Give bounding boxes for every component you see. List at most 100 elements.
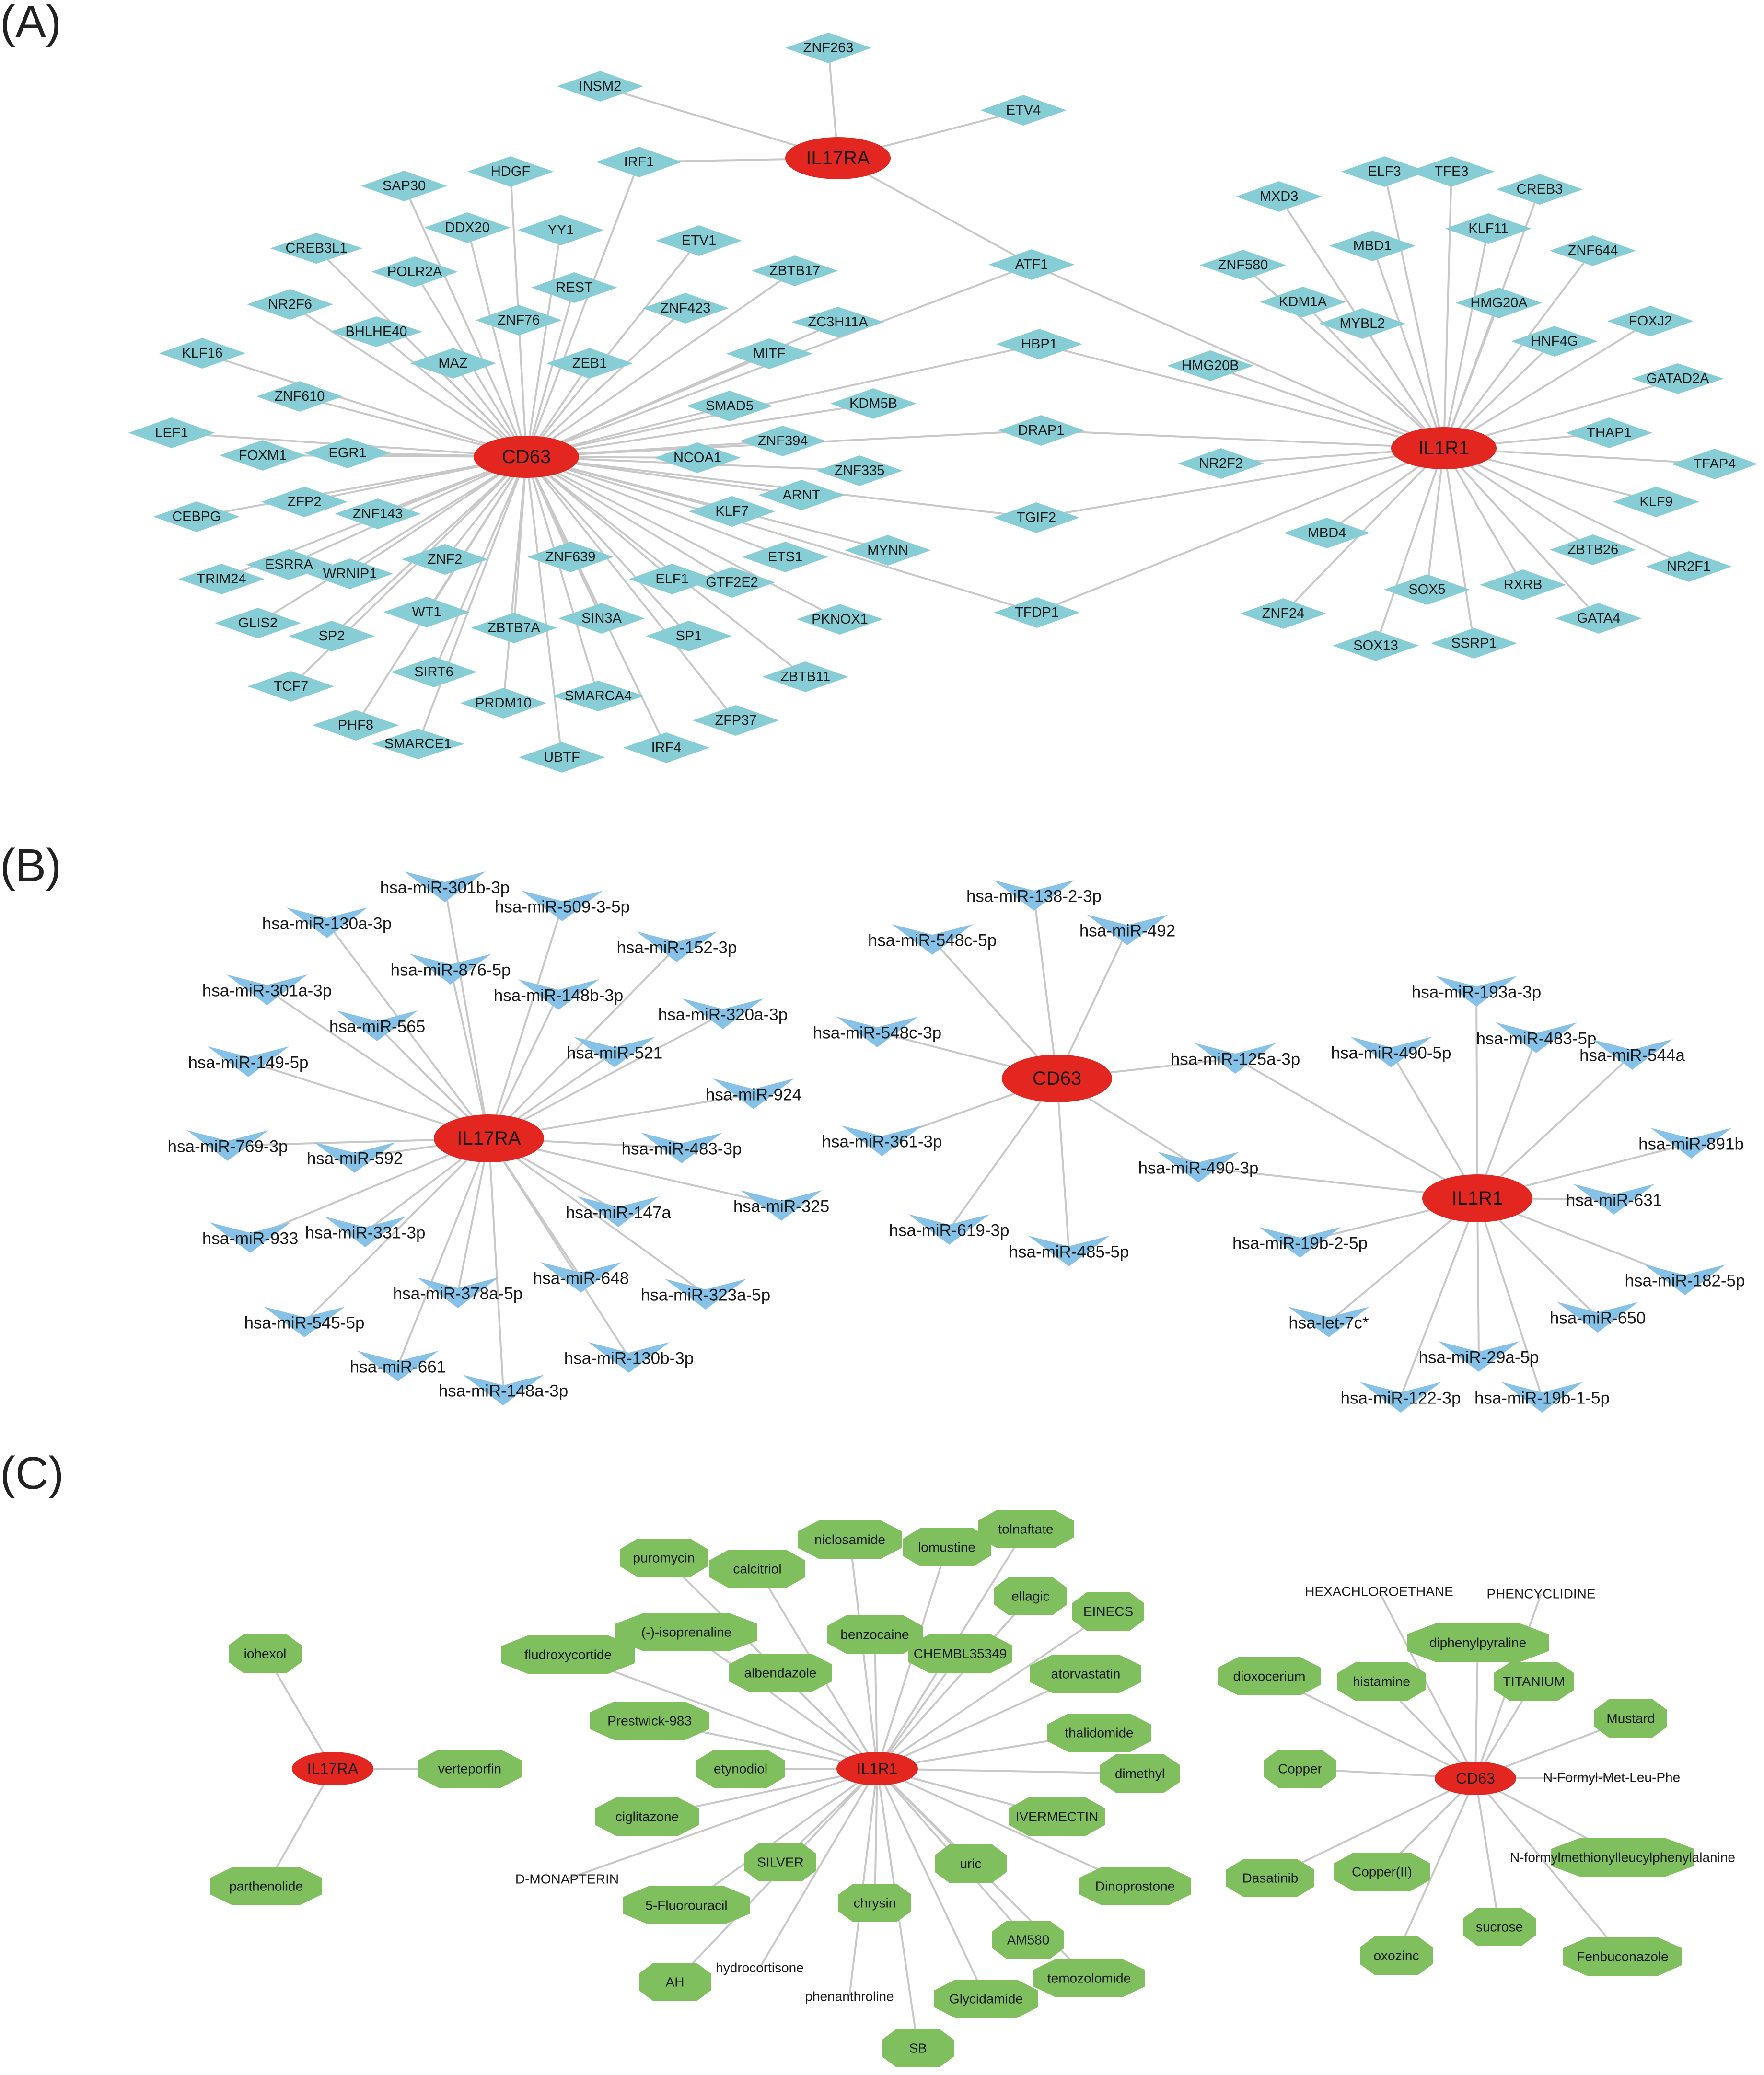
edge-ubtf-cd63	[525, 456, 563, 758]
tf-node-shape	[1333, 630, 1419, 661]
tf-node-shape	[845, 535, 931, 566]
drug-node-shape	[978, 1510, 1074, 1548]
node-hsa-mir-301b-3p: hsa-miR-301b-3p	[380, 871, 510, 902]
tf-node-shape	[758, 480, 845, 510]
mirna-node-shape	[1650, 1128, 1732, 1159]
node-label: SMAD5	[706, 398, 754, 414]
node-label: hsa-miR-148a-3p	[439, 1382, 568, 1401]
tf-node-shape	[1646, 551, 1732, 582]
hub-node-il1r1: IL1R1	[836, 1752, 918, 1785]
node-hsa-mir-122-3p: hsa-miR-122-3p	[1341, 1382, 1461, 1413]
node-nr2f6: NR2F6	[247, 289, 333, 320]
node-hsa-mir-650: hsa-miR-650	[1550, 1302, 1646, 1333]
edge-hsa-mir-545-5p-il17ra	[303, 1137, 490, 1323]
mirna-node-shape	[636, 931, 718, 962]
mirna-node-shape	[836, 1017, 918, 1047]
drug-node-shape	[590, 1702, 709, 1740]
node-prestwick-983: Prestwick-983	[590, 1702, 709, 1740]
node-etv1: ETV1	[656, 225, 742, 256]
node-label: SILVER	[757, 1855, 804, 1870]
node-label: ETV4	[1006, 103, 1041, 118]
hub-ellipse	[1391, 427, 1497, 469]
node-label: HEXACHLOROETHANE	[1305, 1584, 1453, 1599]
node-label: ZNF394	[758, 433, 808, 449]
edge-wrnip1-cd63	[349, 456, 527, 575]
hub-node-cd63: CD63	[474, 436, 579, 478]
edge-oxozinc-cd63	[1395, 1778, 1476, 1956]
drug-node-shape	[595, 1797, 699, 1836]
mirna-node-shape	[337, 1010, 418, 1041]
node-rxrb: RXRB	[1480, 569, 1566, 600]
tf-node-shape	[467, 156, 554, 187]
node-phenanthroline: phenanthroline	[805, 1989, 894, 2004]
tf-node-shape	[1200, 250, 1286, 280]
edge-hmg20a-il1r1	[1443, 302, 1500, 449]
tf-node-shape	[476, 305, 562, 336]
node-klf7: KLF7	[689, 496, 775, 527]
node-thap1: THAP1	[1566, 417, 1652, 448]
tf-node-shape	[1260, 287, 1346, 317]
tf-node-shape	[686, 391, 773, 421]
node-puromycin: puromycin	[620, 1539, 708, 1577]
node-hsa-mir-548c-5p: hsa-miR-548c-5p	[868, 924, 997, 955]
mirna-node-shape	[588, 1342, 670, 1373]
hub-ellipse	[1002, 1055, 1112, 1102]
drug-node-shape	[1407, 1623, 1549, 1662]
node-label: MXD3	[1260, 189, 1299, 204]
edge-sap30-cd63	[403, 185, 527, 457]
hub-ellipse	[434, 1114, 544, 1162]
node-label: SIRT6	[414, 664, 453, 680]
node-label: TFE3	[1435, 164, 1469, 179]
node-label: REST	[556, 280, 593, 295]
node-einecs: EINECS	[1072, 1592, 1144, 1631]
node-label: MITF	[753, 346, 786, 361]
node-hsa-mir-182-5p: hsa-miR-182-5p	[1625, 1264, 1745, 1295]
hub-label: IL17RA	[806, 148, 870, 169]
node-label: D-MONAPTERIN	[515, 1872, 619, 1887]
node-label: SMARCE1	[384, 736, 452, 752]
node-foxm1: FOXM1	[220, 440, 306, 471]
node-hnf4g: HNF4G	[1511, 326, 1598, 357]
node-gatad2a: GATAD2A	[1631, 363, 1724, 394]
hub-node-il1r1: IL1R1	[1422, 1174, 1532, 1222]
edge-tgif2-il1r1	[1036, 447, 1444, 519]
node-label: EGR1	[329, 445, 367, 461]
node-label: hsa-miR-147a	[566, 1204, 671, 1222]
edge-mitf-cd63	[526, 353, 770, 458]
edge-niclosamide-il1r1	[849, 1539, 878, 1769]
node-verteporfin: verteporfin	[418, 1750, 522, 1788]
node-kdm1a: KDM1A	[1260, 287, 1346, 317]
drug-node-shape	[1563, 1937, 1682, 1976]
tf-node-shape	[752, 255, 838, 286]
edge-atf1-il17ra	[837, 157, 1032, 266]
edge-hsa-mir-876-5p-il17ra	[450, 969, 490, 1139]
node-label: benzocaine	[840, 1627, 909, 1642]
node-label: hsa-miR-769-3p	[168, 1137, 288, 1156]
tf-node-shape	[371, 256, 458, 287]
edge-prdm10-cd63	[502, 456, 527, 704]
edge-hsa-mir-485-5p-cd63	[1056, 1078, 1070, 1252]
node-label: Glycidamide	[949, 1992, 1023, 2006]
node-label: hsa-miR-891b	[1638, 1135, 1744, 1154]
edge-hsa-mir-544a-il1r1	[1476, 1054, 1633, 1199]
node-prdm10: PRDM10	[460, 688, 546, 719]
node-label: fludroxycortide	[524, 1647, 612, 1662]
edge-tfe3-il1r1	[1443, 171, 1452, 449]
node-label: PHENCYCLIDINE	[1486, 1587, 1595, 1601]
node-label: hydrocortisone	[716, 1960, 804, 1975]
node-label: hsa-miR-545-5p	[244, 1314, 365, 1333]
hub-label: IL1R1	[1418, 438, 1470, 459]
tf-node-shape	[1431, 628, 1517, 659]
node-label: ZNF580	[1218, 257, 1268, 273]
edge-rxrb-il1r1	[1443, 447, 1524, 586]
drug-node-shape	[1494, 1662, 1574, 1701]
node-label: hsa-miR-648	[533, 1269, 629, 1288]
drug-node-shape	[709, 1550, 805, 1588]
edge-kdm1a-il1r1	[1302, 301, 1445, 449]
node-tfdp1: TFDP1	[994, 597, 1080, 628]
node-histamine: histamine	[1337, 1662, 1426, 1701]
tf-node-shape	[693, 705, 779, 736]
drug-node-shape	[623, 1886, 750, 1924]
node-temozolomide: temozolomide	[1033, 1959, 1145, 1997]
node-tgif2: TGIF2	[993, 502, 1079, 533]
